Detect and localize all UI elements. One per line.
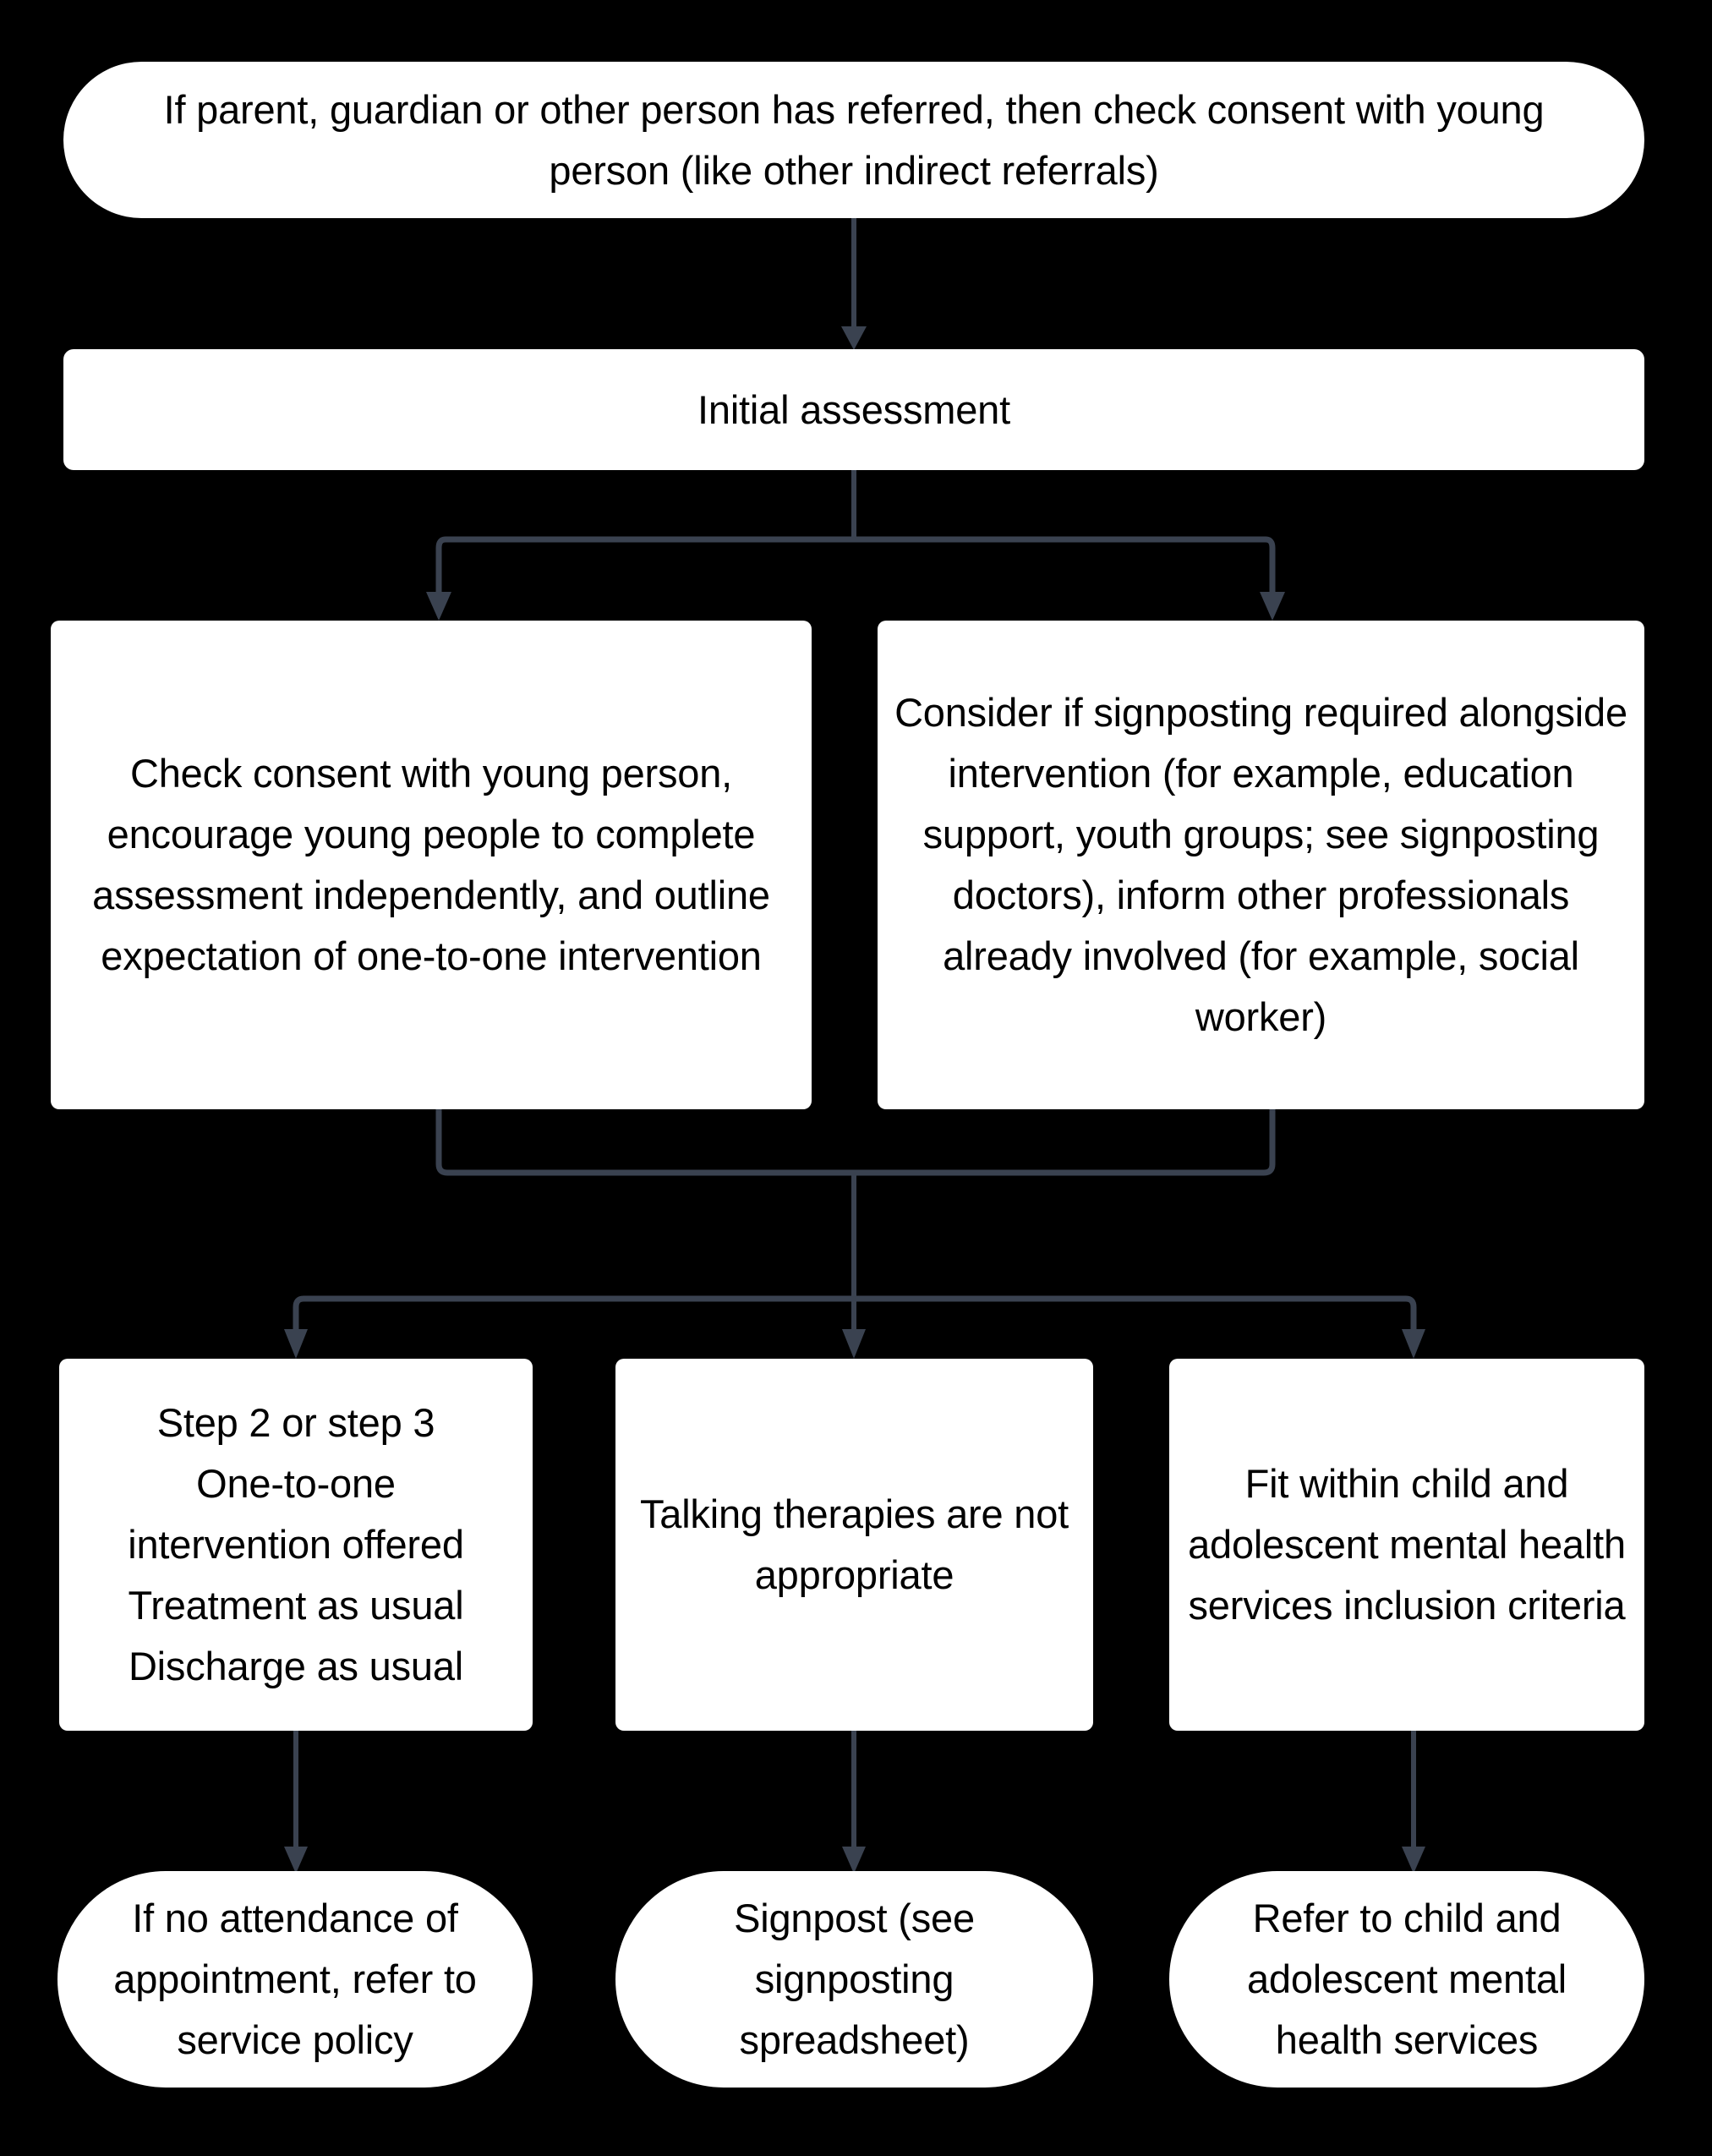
edge-merge-left-stem [435,1109,448,1176]
arrow-head-fit-camhs [1402,1329,1425,1359]
node-fit-within-camhs[interactable]: Fit within child and adolescent mental h… [1169,1359,1644,1731]
node-fit-within-camhs-label: Fit within child and adolescent mental h… [1188,1461,1626,1628]
arrow-head-talking-therapies [842,1329,866,1359]
node-consider-signposting-label: Consider if signposting required alongsi… [894,690,1627,1039]
node-initial-assessment-label: Initial assessment [697,386,1010,432]
edge-split3-left-corner [293,1295,304,1334]
node-signpost-spreadsheet[interactable]: Signpost (see signposting spreadsheet) [615,1871,1093,2088]
node-no-attendance[interactable]: If no attendance of appointment, refer t… [57,1871,533,2088]
arrow-head-initial-assessment [841,326,867,350]
node-signpost-spreadsheet-label: Signpost (see signposting spreadsheet) [734,1896,975,2062]
arrow-head-consider-signposting [1260,592,1285,621]
node-check-consent-young-person-label: Check consent with young person, encoura… [92,751,770,978]
node-consent-check-label: If parent, guardian or other person has … [163,86,1545,193]
node-check-consent-young-person[interactable]: Check consent with young person, encoura… [51,621,812,1109]
edge-split-left-corner [435,536,446,597]
arrow-head-refer-camhs [1402,1847,1425,1874]
node-talking-therapies-not-appropriate[interactable]: Talking therapies are not appropriate [615,1359,1093,1731]
node-consent-check[interactable]: If parent, guardian or other person has … [63,62,1644,218]
edge-merge-right-stem [1263,1109,1276,1176]
edge-split-right-corner [1265,536,1276,597]
arrow-head-check-consent [426,592,451,621]
arrow-head-signpost [842,1847,866,1874]
node-step-2-or-3[interactable]: Step 2 or step 3 One-to-one intervention… [59,1359,533,1731]
node-consider-signposting[interactable]: Consider if signposting required alongsi… [878,621,1644,1109]
node-initial-assessment[interactable]: Initial assessment [63,349,1644,470]
node-step-2-or-3-label: Step 2 or step 3 One-to-one intervention… [128,1400,464,1688]
node-talking-therapies-not-appropriate-label: Talking therapies are not appropriate [639,1491,1069,1597]
arrow-head-step2-or-3 [284,1329,308,1359]
arrow-head-no-attendance [284,1847,308,1874]
node-refer-to-camhs-label: Refer to child and adolescent mental hea… [1246,1896,1567,2062]
node-no-attendance-label: If no attendance of appointment, refer t… [113,1896,477,2062]
node-refer-to-camhs[interactable]: Refer to child and adolescent mental hea… [1169,1871,1644,2088]
edge-split3-right-corner [1405,1295,1417,1334]
